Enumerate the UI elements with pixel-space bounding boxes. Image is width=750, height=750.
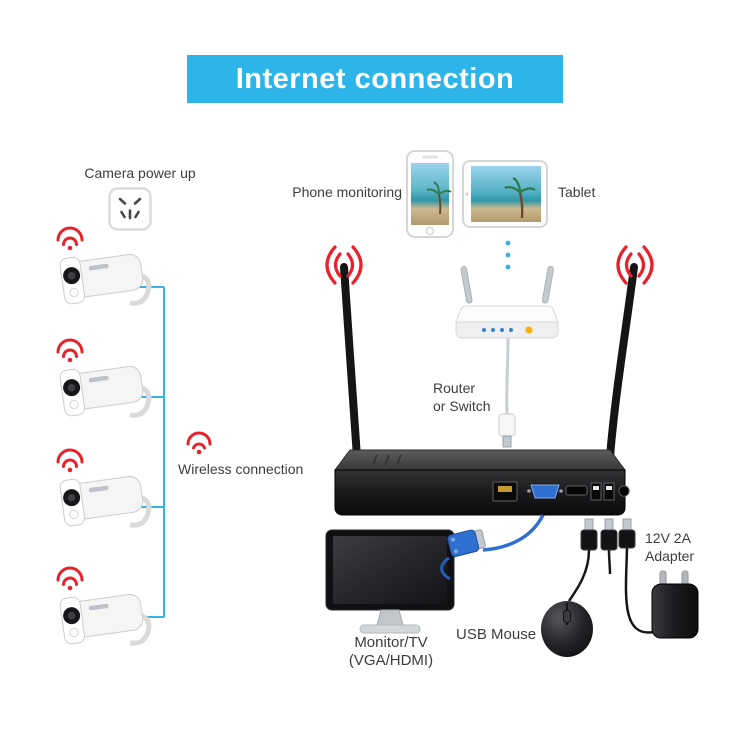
usb-plug-icon — [600, 518, 618, 551]
router-leds — [482, 326, 533, 334]
wifi-signal-icon — [56, 338, 84, 363]
power-outlet-icon — [108, 187, 152, 231]
router-icon — [450, 262, 565, 347]
usb-mouse-label: USB Mouse — [456, 626, 537, 643]
camera-body — [59, 365, 152, 418]
wireless-camera-icon — [48, 224, 163, 314]
hdmi-port — [565, 485, 588, 496]
monitor-label-line2: (VGA/HDMI) — [348, 652, 434, 669]
power-jack — [618, 485, 630, 497]
camera-power-up-label: Camera power up — [84, 165, 196, 181]
wireless-connection-label: Wireless connection — [178, 461, 304, 477]
smartphone-icon — [406, 150, 454, 238]
router-nvr-cable — [505, 337, 510, 415]
camera-body — [59, 253, 152, 306]
usb-mouse-icon — [536, 598, 598, 660]
usb-cable-stub — [607, 549, 612, 575]
phone-monitoring-label: Phone monitoring — [292, 184, 402, 200]
wireless-camera-icon — [48, 446, 163, 536]
wifi-signal-icon — [56, 566, 84, 591]
tablet-icon — [462, 160, 548, 228]
wireless-camera-icon — [48, 564, 163, 654]
header-title: Internet connection — [235, 62, 515, 95]
tablet-router-dotted-line — [505, 240, 511, 270]
nvr-antenna-left — [340, 263, 361, 461]
wifi-signal-icon — [616, 245, 654, 285]
usb-plug-icon — [498, 413, 516, 448]
wifi-signal-icon — [183, 425, 215, 457]
power-adapter-icon — [648, 568, 706, 642]
router-label-line1: Router — [433, 380, 476, 396]
camera-body — [59, 475, 152, 528]
camera-body — [59, 593, 152, 646]
vga-port — [527, 484, 563, 499]
adapter-label-line1: 12V 2A — [645, 530, 691, 546]
adapter-label-line2: Adapter — [645, 548, 695, 564]
wifi-signal-icon — [325, 245, 363, 285]
usb-ports — [590, 482, 615, 501]
header-banner: Internet connection — [187, 55, 563, 103]
vga-monitor-cable — [440, 556, 451, 581]
tablet-label: Tablet — [558, 184, 596, 200]
wifi-signal-icon — [56, 448, 84, 473]
router-label-line2: or Switch — [433, 398, 491, 414]
nvr-recorder-icon — [305, 245, 675, 520]
wireless-camera-icon — [48, 336, 163, 426]
monitor-label-line1: Monitor/TV — [354, 634, 428, 651]
wifi-signal-icon — [56, 226, 84, 251]
vga-plug-icon — [447, 529, 486, 557]
router-antennas — [460, 265, 554, 304]
ethernet-port — [492, 481, 518, 502]
power-cable — [624, 547, 655, 634]
power-plug-icon — [618, 518, 636, 549]
monitor-icon — [324, 528, 456, 638]
usb-plug-icon — [580, 518, 598, 551]
mouse-cable — [567, 549, 591, 602]
vga-cable — [482, 514, 545, 552]
nvr-antenna-right — [606, 263, 638, 461]
